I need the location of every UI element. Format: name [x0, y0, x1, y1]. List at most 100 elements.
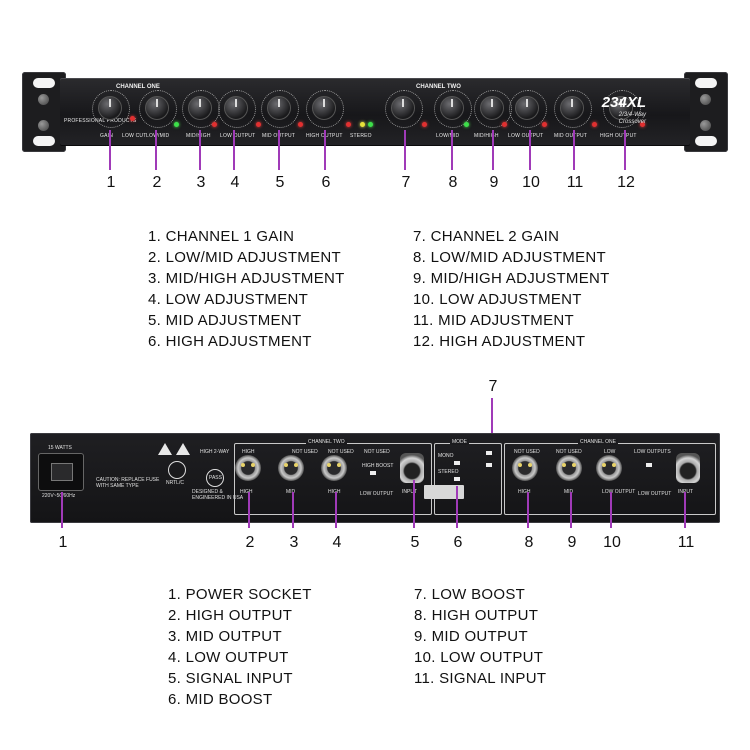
power-socket[interactable]: [38, 453, 84, 491]
legend-item: 2. HIGH OUTPUT: [168, 607, 293, 624]
panel-label: LOW OUTPUT: [508, 133, 544, 139]
screw-icon: [38, 94, 49, 105]
rear-callout-number: 2: [245, 534, 255, 551]
legend-item: 11. MID ADJUSTMENT: [413, 312, 574, 329]
screw-icon: [38, 120, 49, 131]
jack-label: NOT USED: [328, 449, 354, 455]
callout-line: [233, 130, 235, 170]
boost-switch[interactable]: [646, 463, 652, 467]
pass-badge-icon: [206, 469, 224, 487]
front-callout-number: 5: [275, 174, 285, 191]
low-boost-switch[interactable]: [486, 451, 492, 455]
low-knob-ch2[interactable]: [515, 96, 539, 120]
high-boost-label: HIGH BOOST: [362, 463, 394, 469]
knob-scale: [603, 90, 641, 128]
legend-item: 8. HIGH OUTPUT: [414, 607, 539, 624]
signal-input-ch1-jack[interactable]: [676, 453, 700, 483]
low-knob-ch1[interactable]: [224, 96, 248, 120]
rear-callout-number: 9: [567, 534, 577, 551]
front-faceplate: PROFESSIONAL PRODUCTS CHANNEL ONE CHANNE…: [60, 78, 690, 146]
callout-line: [199, 130, 201, 170]
callout-line: [278, 130, 280, 170]
mid-output-ch1-jack[interactable]: [556, 455, 582, 481]
legend-item: 2. LOW/MID ADJUSTMENT: [148, 249, 341, 266]
rear-callout-number: 6: [453, 534, 463, 551]
rear-callout-number: 5: [410, 534, 420, 551]
stereo-label: STEREO: [438, 469, 459, 475]
high-knob-ch1[interactable]: [312, 96, 336, 120]
panel-label: LOW/MID: [146, 133, 170, 139]
knob-scale: [261, 90, 299, 128]
mono-label: MONO: [438, 453, 454, 459]
callout-line: [527, 492, 529, 528]
led-indicator: [592, 122, 597, 127]
low-mid-knob-ch2[interactable]: [440, 96, 464, 120]
callout-line: [573, 130, 575, 170]
mid-output-ch2-jack[interactable]: [278, 455, 304, 481]
callout-line: [404, 130, 406, 170]
legend-item: 10. LOW OUTPUT: [414, 649, 544, 666]
legend-item: 5. SIGNAL INPUT: [168, 670, 293, 687]
low-output-ch2-jack[interactable]: [321, 455, 347, 481]
front-callout-number: 2: [152, 174, 162, 191]
led-indicator: [542, 122, 547, 127]
knob-scale: [306, 90, 344, 128]
rear-legend-left: 1. POWER SOCKET 2. HIGH OUTPUT 3. MID OU…: [168, 584, 312, 710]
signal-input-ch2-jack[interactable]: [400, 453, 424, 483]
knob-scale: [218, 90, 256, 128]
rear-panel: 15 WATTS 220V~50/60Hz CAUTION: REPLACE F…: [30, 433, 720, 523]
jack-label: HIGH: [240, 489, 253, 495]
high-output-ch2-jack[interactable]: [235, 455, 261, 481]
callout-line: [61, 492, 63, 528]
mid-high-knob-ch2[interactable]: [480, 96, 504, 120]
legend-item: 1. CHANNEL 1 GAIN: [148, 228, 295, 245]
rear-callout-number: 3: [289, 534, 299, 551]
legend-item: 5. MID ADJUSTMENT: [148, 312, 302, 329]
pass-label: PASS: [209, 475, 222, 481]
front-callout-number: 7: [401, 174, 411, 191]
low-output-ch1-jack[interactable]: [596, 455, 622, 481]
mode-switch[interactable]: [454, 461, 460, 465]
callout-line: [248, 492, 250, 528]
high-output-ch1-jack[interactable]: [512, 455, 538, 481]
legend-item: 6. HIGH ADJUSTMENT: [148, 333, 312, 350]
jack-label: NOT USED: [514, 449, 540, 455]
warning-triangle-icon: [158, 443, 172, 455]
channel-one-label: CHANNEL ONE: [116, 84, 160, 90]
legend-item: 9. MID/HIGH ADJUSTMENT: [413, 270, 610, 287]
jack-label: NOT USED: [292, 449, 318, 455]
rear-callout-number: 1: [58, 534, 68, 551]
input-label: INPUT: [402, 489, 417, 495]
high-boost-switch[interactable]: [370, 471, 376, 475]
low-boost-switch[interactable]: [486, 463, 492, 467]
legend-item: 9. MID OUTPUT: [414, 628, 528, 645]
channel-2-gain-knob[interactable]: [391, 96, 415, 120]
legend-item: 10. LOW ADJUSTMENT: [413, 291, 582, 308]
mid-knob-ch1[interactable]: [267, 96, 291, 120]
callout-line: [292, 492, 294, 528]
led-indicator: [256, 122, 261, 127]
mid-high-knob-ch1[interactable]: [188, 96, 212, 120]
high-knob-ch2[interactable]: [609, 96, 633, 120]
mode-switch[interactable]: [454, 477, 460, 481]
caution-label: CAUTION: REPLACE FUSE: [96, 477, 160, 483]
low-mid-knob-ch1[interactable]: [145, 96, 169, 120]
legend-item: 12. HIGH ADJUSTMENT: [413, 333, 586, 350]
front-callout-number: 6: [321, 174, 331, 191]
mount-slot-icon: [33, 78, 55, 88]
knob-scale: [554, 90, 592, 128]
panel-label: MID/HIGH: [186, 133, 211, 139]
jack-label: MID: [564, 489, 574, 495]
jack-label: NOT USED: [364, 449, 390, 455]
jack-label: HIGH: [328, 489, 341, 495]
screw-icon: [700, 120, 711, 131]
callout-line: [491, 398, 493, 448]
channel-two-label: CHANNEL TWO: [416, 84, 461, 90]
channel-1-gain-knob[interactable]: [98, 96, 122, 120]
callout-line: [451, 130, 453, 170]
knob-scale: [434, 90, 472, 128]
callout-line: [324, 130, 326, 170]
callout-line: [624, 130, 626, 170]
knob-scale: [139, 90, 177, 128]
mid-knob-ch2[interactable]: [560, 96, 584, 120]
